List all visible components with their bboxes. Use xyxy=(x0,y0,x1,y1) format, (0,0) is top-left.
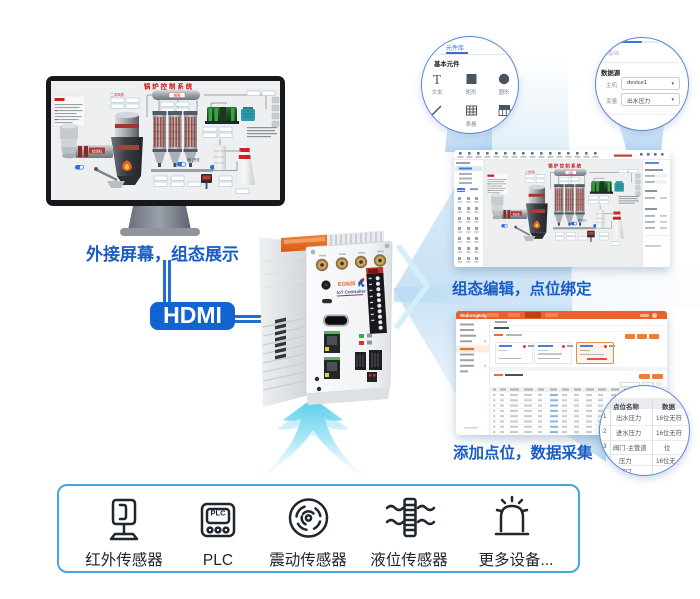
svg-text:矩形: 矩形 xyxy=(466,88,477,96)
svg-text:红外传感器: 红外传感器 xyxy=(85,551,163,569)
svg-text:T: T xyxy=(433,72,442,87)
svg-text:液位传感器: 液位传感器 xyxy=(370,551,448,569)
svg-text:IoT Controller: IoT Controller xyxy=(337,288,366,295)
svg-text:EG628: EG628 xyxy=(338,281,356,288)
svg-text:圆形: 圆形 xyxy=(499,88,510,96)
svg-text:PLC: PLC xyxy=(203,552,233,569)
svg-text:震动传感器: 震动传感器 xyxy=(269,551,347,569)
svg-text:更多设备...: 更多设备... xyxy=(479,551,554,569)
svg-text:文本: 文本 xyxy=(432,88,443,96)
svg-text:表格: 表格 xyxy=(466,120,477,128)
svg-text:PLC: PLC xyxy=(211,509,227,518)
